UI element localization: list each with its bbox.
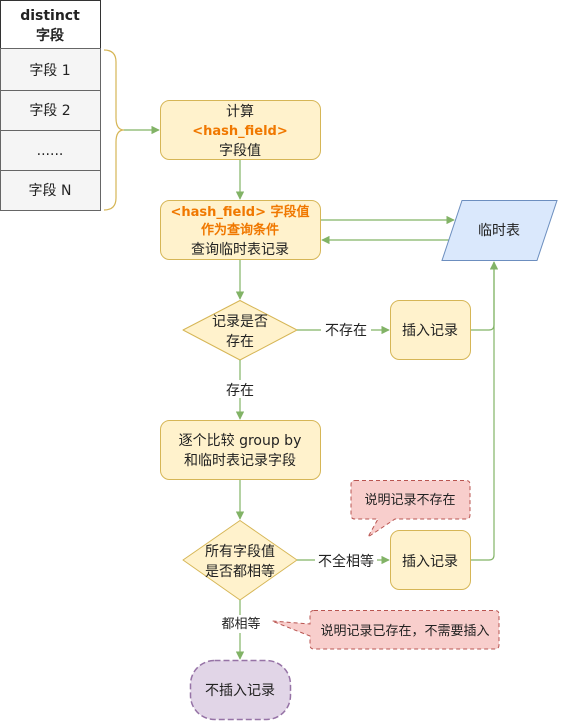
table-row: 字段 1 <box>29 63 70 79</box>
edge-label-not-exist: 不存在 <box>325 323 367 339</box>
callout-exists-text: 说明记录已存在，不需要插入 <box>320 624 489 639</box>
edge-label-exist: 存在 <box>226 383 254 399</box>
arrow-insert1-to-temp <box>471 261 499 331</box>
calc-line1: 计算 <box>226 104 254 120</box>
no-insert-end-node: 不插入记录 <box>189 659 292 721</box>
all-equal-decision: 所有字段值 是否都相等 <box>182 520 298 601</box>
distinct-field-table: distinct 字段 字段 1 字段 2 ...... 字段 N <box>0 0 101 211</box>
edge-label-bg <box>321 321 371 339</box>
table-row: ...... <box>37 143 64 159</box>
exists-line1: 记录是否 <box>212 314 268 330</box>
insert-record-box-1: 插入记录 <box>390 300 471 360</box>
edge-label-not-all-equal: 不全相等 <box>318 553 374 570</box>
equal-line2: 是否都相等 <box>205 563 275 580</box>
insert1-label: 插入记录 <box>402 323 458 339</box>
table-row: 字段 2 <box>29 103 70 119</box>
calc-line3: 字段值 <box>219 143 261 159</box>
insert2-label: 插入记录 <box>402 554 458 570</box>
table-header-line2: 字段 <box>36 27 64 44</box>
edge-label-bg <box>222 380 258 398</box>
calc-line2: <hash_field> <box>192 124 288 139</box>
query-box: <hash_field> 字段值 作为查询条件 查询临时表记录 <box>160 200 321 260</box>
edge-label-bg <box>218 615 264 633</box>
insert-record-box-2: 插入记录 <box>390 530 471 590</box>
edge-label-bg <box>315 551 377 569</box>
compare-line1: 逐个比较 group by <box>179 433 302 449</box>
callout-not-exist: 说明记录不存在 <box>350 480 471 538</box>
edge-label-all-equal: 都相等 <box>221 616 260 632</box>
no-insert-label: 不插入记录 <box>205 683 275 699</box>
compare-box: 逐个比较 group by 和临时表记录字段 <box>160 420 321 480</box>
callout-not-exist-text: 说明记录不存在 <box>364 493 455 508</box>
query-line2: 作为查询条件 <box>201 222 279 238</box>
calc-hash-box: 计算 <hash_field> 字段值 <box>160 100 321 160</box>
query-line1: <hash_field> 字段值 <box>170 204 309 220</box>
table-header-line1: distinct <box>20 8 80 24</box>
table-brace <box>103 49 125 211</box>
temp-table-label: 临时表 <box>478 223 520 239</box>
exists-decision: 记录是否 存在 <box>182 300 298 361</box>
query-line3: 查询临时表记录 <box>191 242 289 258</box>
equal-line1: 所有字段值 <box>205 544 275 560</box>
arrow-insert2-to-temp <box>471 262 495 561</box>
exists-line2: 存在 <box>226 334 254 350</box>
compare-line2: 和临时表记录字段 <box>184 453 296 469</box>
callout-exists-no-insert: 说明记录已存在，不需要插入 <box>271 610 500 650</box>
temp-table-node: 临时表 <box>441 200 558 261</box>
table-row: 字段 N <box>29 183 72 199</box>
